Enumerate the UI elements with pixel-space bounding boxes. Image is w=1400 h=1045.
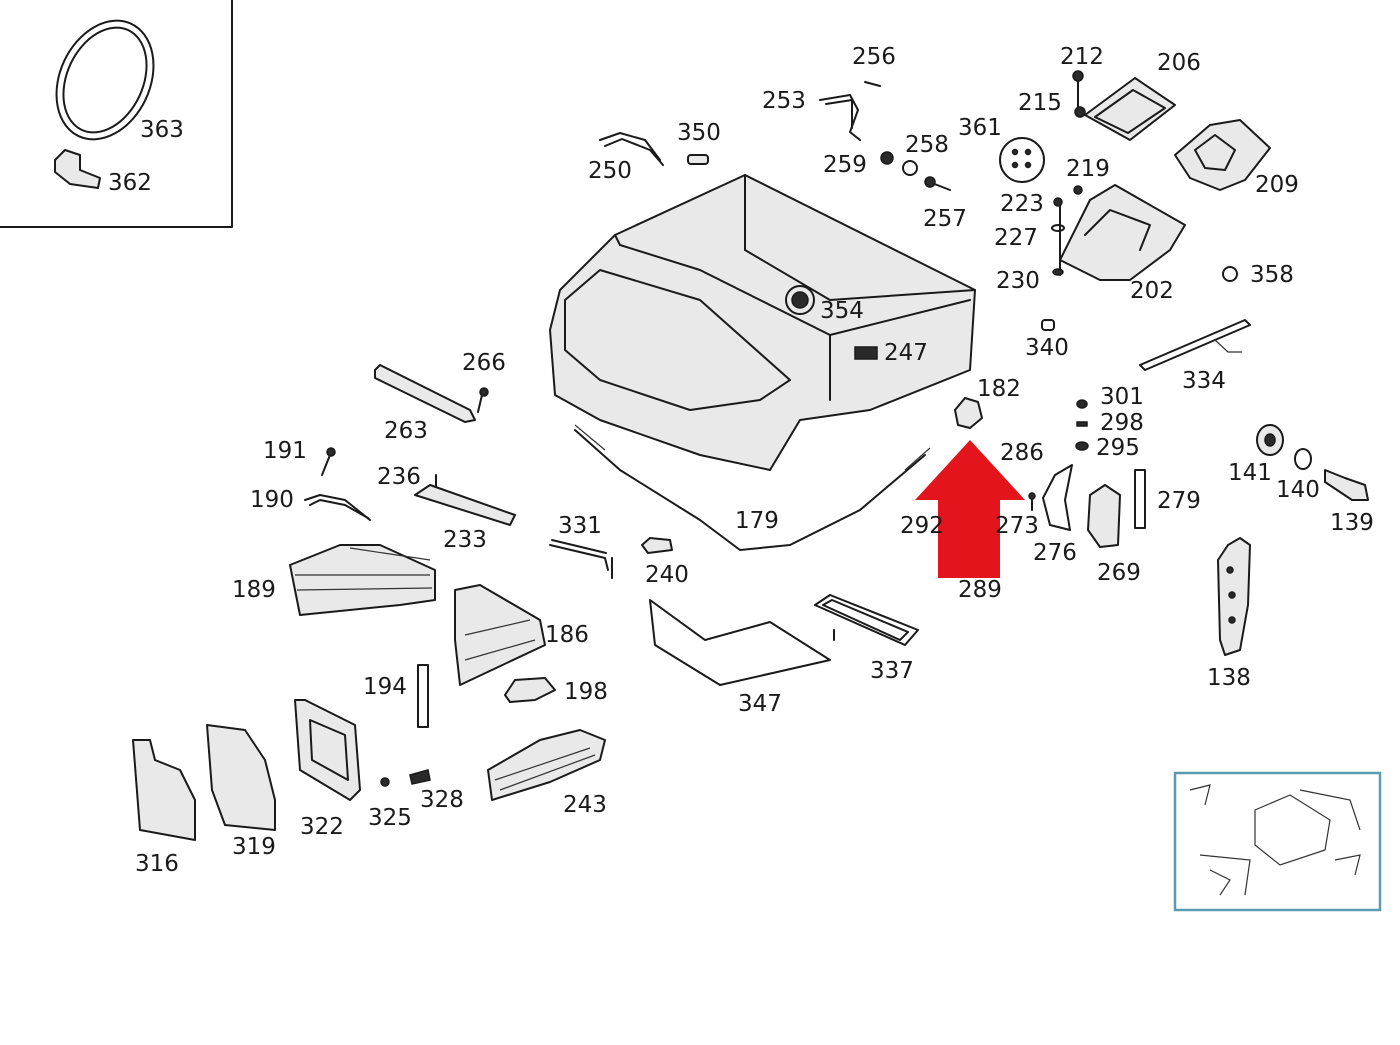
label-250: 250: [588, 158, 632, 184]
label-362: 362: [108, 170, 152, 196]
label-266: 266: [462, 350, 506, 376]
label-209: 209: [1255, 172, 1299, 198]
label-202: 202: [1130, 278, 1174, 304]
label-194: 194: [363, 674, 407, 700]
label-236: 236: [377, 464, 421, 490]
label-328: 328: [420, 787, 464, 813]
trunk-tub: [549, 174, 976, 471]
right-middle-parts: [1028, 464, 1146, 548]
highlight-arrow: [915, 440, 1025, 578]
part-182: [954, 397, 983, 429]
label-292: 292: [900, 513, 944, 539]
label-325: 325: [368, 805, 412, 831]
label-253: 253: [762, 88, 806, 114]
label-191: 191: [263, 438, 307, 464]
label-322: 322: [300, 814, 344, 840]
label-179: 179: [735, 508, 779, 534]
label-286: 286: [1000, 440, 1044, 466]
label-361: 361: [958, 115, 1002, 141]
label-350: 350: [677, 120, 721, 146]
upper-right-brackets: [999, 70, 1271, 282]
bottom-left-panels: [132, 699, 431, 841]
label-276: 276: [1033, 540, 1077, 566]
panel-186: [454, 584, 546, 686]
label-256: 256: [852, 44, 896, 70]
label-243: 243: [563, 792, 607, 818]
label-230: 230: [996, 268, 1040, 294]
label-295: 295: [1096, 435, 1140, 461]
label-331: 331: [558, 513, 602, 539]
label-190: 190: [250, 487, 294, 513]
label-247: 247: [884, 340, 928, 366]
parts-194-198: [417, 664, 556, 728]
cable-179: [574, 424, 931, 551]
label-358: 358: [1250, 262, 1294, 288]
label-259: 259: [823, 152, 867, 178]
overview-thumbnail: [1173, 771, 1382, 912]
upper-small-parts: [599, 81, 1055, 331]
strip-334: [1139, 319, 1251, 371]
label-233: 233: [443, 527, 487, 553]
label-189: 189: [232, 577, 276, 603]
label-139: 139: [1330, 510, 1374, 536]
left-middle-parts: [304, 447, 673, 579]
label-257: 257: [923, 206, 967, 232]
label-215: 215: [1018, 90, 1062, 116]
right-parts-141-140-139: [1256, 424, 1369, 501]
rail-263: [374, 364, 489, 423]
label-198: 198: [564, 679, 608, 705]
label-289: 289: [958, 577, 1002, 603]
label-340: 340: [1025, 335, 1069, 361]
inset-box-ring-clamp: [0, 0, 233, 228]
label-347: 347: [738, 691, 782, 717]
label-301: 301: [1100, 384, 1144, 410]
label-279: 279: [1157, 488, 1201, 514]
label-212: 212: [1060, 44, 1104, 70]
label-240: 240: [645, 562, 689, 588]
label-354: 354: [820, 298, 864, 324]
mats-347-337: [649, 594, 919, 686]
label-363: 363: [140, 117, 184, 143]
label-182: 182: [977, 376, 1021, 402]
label-138: 138: [1207, 665, 1251, 691]
tray-243: [487, 729, 606, 801]
label-258: 258: [905, 132, 949, 158]
label-263: 263: [384, 418, 428, 444]
label-227: 227: [994, 225, 1038, 251]
label-273: 273: [995, 513, 1039, 539]
label-223: 223: [1000, 191, 1044, 217]
label-219: 219: [1066, 156, 1110, 182]
carpet-189: [289, 544, 436, 616]
label-316: 316: [135, 851, 179, 877]
small-parts-301-298-295: [1075, 399, 1089, 451]
label-337: 337: [870, 658, 914, 684]
label-298: 298: [1100, 410, 1144, 436]
label-141: 141: [1228, 460, 1272, 486]
label-319: 319: [232, 834, 276, 860]
label-269: 269: [1097, 560, 1141, 586]
label-186: 186: [545, 622, 589, 648]
label-334: 334: [1182, 368, 1226, 394]
label-140: 140: [1276, 477, 1320, 503]
hinge-138: [1217, 537, 1251, 656]
label-206: 206: [1157, 50, 1201, 76]
part-number-labels: 363 362 256 253 350 250 258 259 257 361 …: [108, 44, 1374, 877]
